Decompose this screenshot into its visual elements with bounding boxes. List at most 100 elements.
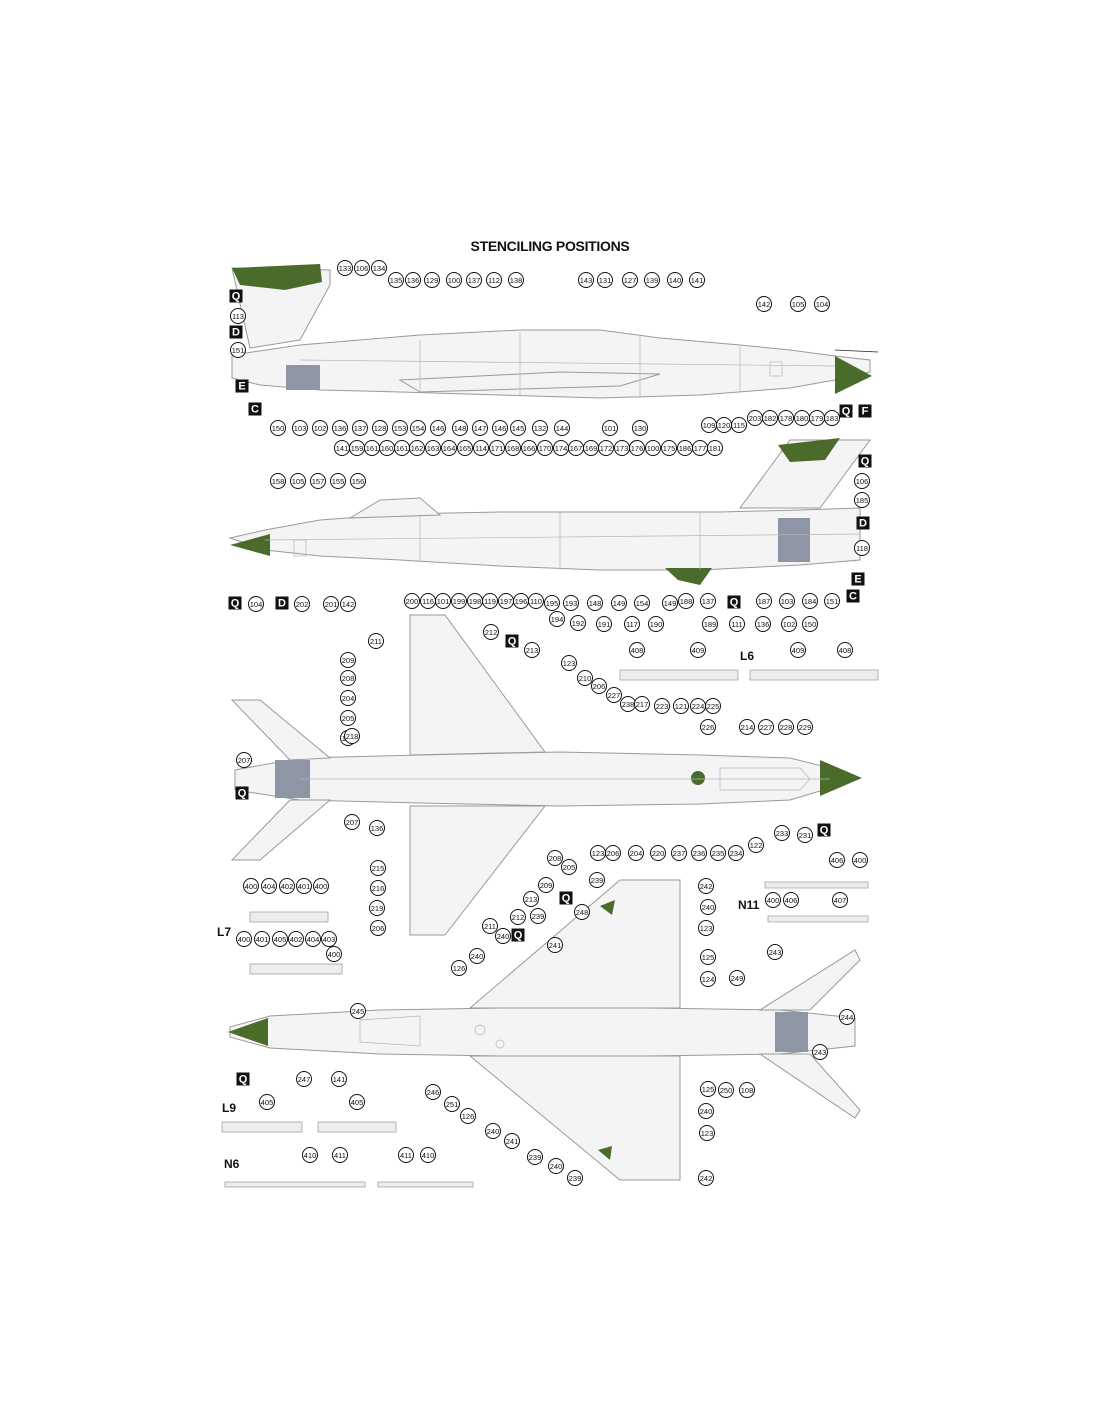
callout-number: 125: [702, 953, 715, 962]
bottom-view-callout: 243: [812, 1044, 828, 1060]
page-title: STENCILING POSITIONS: [470, 238, 630, 254]
bottom-view-callout: 241: [504, 1133, 520, 1149]
top-view-callout: 236: [691, 845, 707, 861]
left-side-view-callout: 143: [578, 272, 594, 288]
callout-number: 233: [776, 829, 789, 838]
callout-number: 145: [512, 424, 525, 433]
callout-number: 189: [704, 620, 717, 629]
right-side-view-callout: 195: [544, 595, 560, 611]
callout-number: 111: [731, 620, 742, 629]
callout-number: 408: [839, 646, 852, 655]
callout-number: 202: [296, 600, 309, 609]
callout-number: 400: [854, 856, 867, 865]
callout-number: 236: [693, 849, 706, 858]
callout-number: 185: [856, 496, 869, 505]
callout-number: 207: [238, 756, 251, 765]
callout-number: 155: [332, 477, 345, 486]
right-side-view-callout: 180: [794, 410, 810, 426]
right-side-view-callout: 102: [781, 616, 797, 632]
top-view-callout: 233: [774, 825, 790, 841]
callout-number: 203: [749, 414, 762, 423]
inset-l7-callout: 400: [313, 878, 329, 894]
inset-n6-callout: 410: [420, 1147, 436, 1163]
right-side-view-callout: 193: [563, 595, 579, 611]
callout-number: 191: [598, 620, 611, 629]
bottom-view-callout: 242: [698, 1170, 714, 1186]
callout-number: 124: [702, 975, 715, 984]
callout-number: 405: [351, 1098, 364, 1107]
callout-number: 400: [767, 896, 780, 905]
right-side-view-callout: 115: [731, 417, 747, 433]
inset-l7-callout: 402: [288, 931, 304, 947]
left-side-view-callout: 139: [644, 272, 660, 288]
right-side-view-callout: 120: [716, 417, 732, 433]
badge-letter: Q: [842, 406, 851, 418]
right-side-view-callout: 181: [707, 440, 723, 456]
callout-number: 409: [792, 646, 805, 655]
callout-number: 405: [261, 1098, 274, 1107]
inset-n6-callout: 411: [332, 1147, 348, 1163]
left-side-view-callout: 144: [554, 420, 570, 436]
bottom-view-callout: 240: [698, 1103, 714, 1119]
bottom-view-callout: 123: [698, 920, 714, 936]
left-side-view-callout: 140: [667, 272, 683, 288]
right-side-view-callout: 194: [549, 611, 565, 627]
bottom-view-callout: 247: [296, 1071, 312, 1087]
left-side-view-callout: 104: [814, 296, 830, 312]
callout-number: 171: [491, 444, 504, 453]
callout-number: 125: [702, 1085, 715, 1094]
view-badge: D: [229, 325, 243, 339]
callout-number: 239: [569, 1174, 582, 1183]
right-side-view-callout: 141: [334, 440, 350, 456]
callout-number: 166: [523, 444, 536, 453]
callout-number: 235: [712, 849, 725, 858]
inset-label: N6: [224, 1157, 240, 1171]
callout-number: 130: [634, 424, 647, 433]
top-view-callout: 208: [340, 670, 356, 686]
callout-number: 129: [426, 276, 439, 285]
top-view: [230, 614, 862, 936]
right-side-view-callout: 117: [624, 616, 640, 632]
right-side-view-callout: 161: [364, 440, 380, 456]
callout-number: 160: [381, 444, 394, 453]
badge-letter: Q: [820, 825, 829, 837]
callout-number: 241: [506, 1137, 519, 1146]
callout-number: 176: [631, 444, 644, 453]
left-side-view-callout: 100: [446, 272, 462, 288]
callout-number: 206: [593, 682, 606, 691]
callout-number: 136: [757, 620, 770, 629]
callout-number: 154: [636, 599, 649, 608]
bottom-wing-lower: [468, 1055, 681, 1181]
left-side-view-callout: 137: [466, 272, 482, 288]
view-badge: Q: [229, 289, 243, 303]
right-side-view-callout: 156: [350, 473, 366, 489]
callout-number: 239: [591, 876, 604, 885]
right-side-view-callout: 178: [778, 410, 794, 426]
callout-number: 195: [546, 599, 559, 608]
top-view-callout: 209: [538, 877, 554, 893]
right-tailfin-camo: [778, 438, 840, 462]
bottom-view-callout: 124: [700, 971, 716, 987]
callout-number: 243: [769, 948, 782, 957]
callout-number: 215: [372, 864, 385, 873]
callout-number: 148: [589, 599, 602, 608]
callout-number: 238: [622, 700, 635, 709]
badge-letter: Q: [514, 930, 523, 942]
callout-number: 197: [500, 597, 513, 606]
callout-number: 400: [315, 882, 328, 891]
bottom-view-callout: 126: [451, 960, 467, 976]
right-side-view-callout: 171: [489, 440, 505, 456]
callout-number: 167: [570, 444, 583, 453]
right-side-view-callout: 116: [420, 593, 436, 609]
inset-n6: [224, 1181, 474, 1188]
top-view-callout: 235: [710, 845, 726, 861]
callout-number: 146: [494, 424, 507, 433]
top-antenna-dot: [691, 771, 705, 785]
right-side-view-callout: 173: [614, 440, 630, 456]
right-side-view-callout: 196: [513, 593, 529, 609]
top-view-callout: 209: [340, 652, 356, 668]
callout-number: 207: [346, 818, 359, 827]
bottom-view-callout: 245: [350, 1003, 366, 1019]
right-side-view-callout: 197: [498, 593, 514, 609]
badge-letter: C: [251, 404, 259, 416]
